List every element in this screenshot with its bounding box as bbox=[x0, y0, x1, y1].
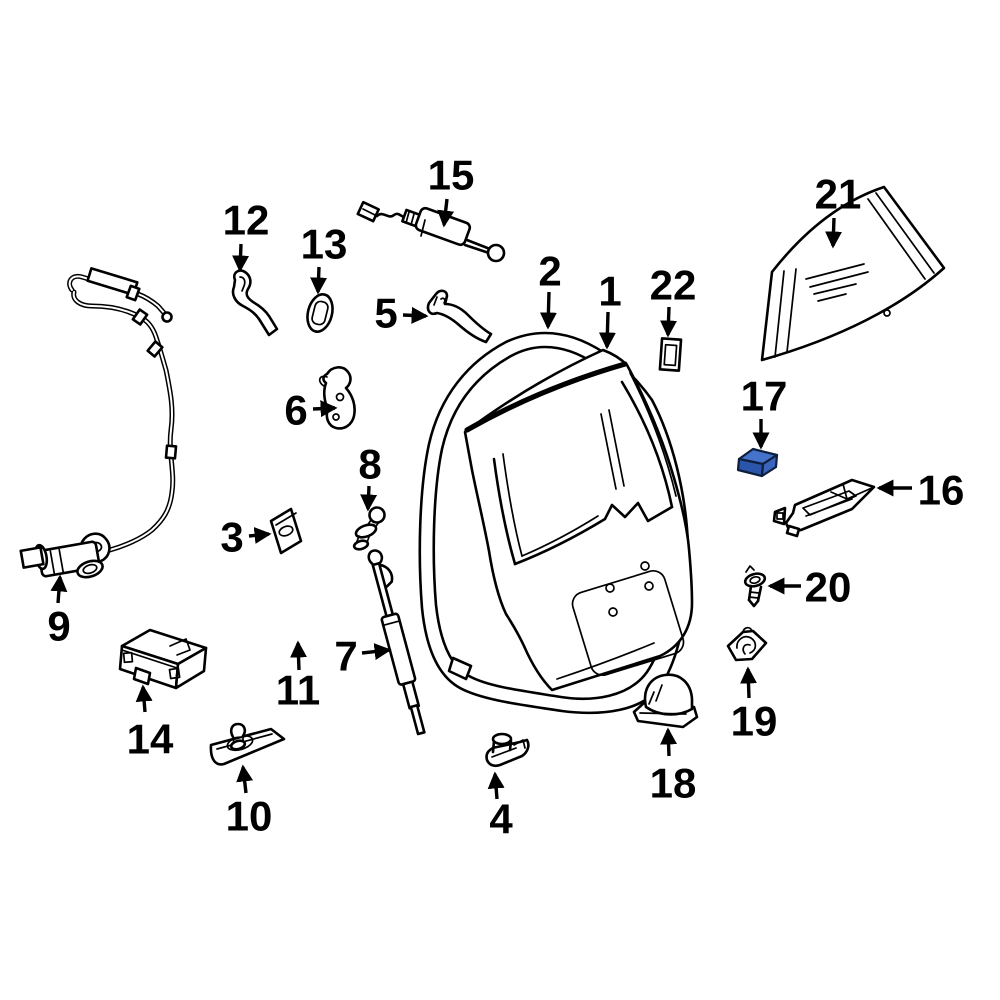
callout-7-label: 7 bbox=[334, 633, 357, 680]
part-16-handle-tray-drawing bbox=[772, 478, 876, 538]
callout-14-label: 14 bbox=[127, 716, 174, 763]
callout-2: 2 bbox=[538, 248, 562, 330]
callout-15-label: 15 bbox=[428, 152, 475, 199]
callout-6: 6 bbox=[284, 387, 338, 434]
part-22-spacer-drawing bbox=[658, 337, 683, 372]
callout-19-label: 19 bbox=[731, 698, 778, 745]
part-10-striker-drawing bbox=[209, 722, 286, 766]
part-19-clip-drawing bbox=[726, 626, 768, 662]
part-12-cover-drawing bbox=[231, 269, 279, 337]
part-9-harness-drawing bbox=[19, 267, 178, 579]
part-6-hinge-drawing bbox=[318, 366, 356, 430]
callout-5: 5 bbox=[374, 290, 429, 337]
callout-19: 19 bbox=[731, 666, 778, 745]
callout-16-label: 16 bbox=[918, 467, 965, 514]
callout-18-label: 18 bbox=[650, 760, 697, 807]
callout-10: 10 bbox=[226, 764, 273, 840]
callout-21-label: 21 bbox=[815, 171, 862, 218]
callout-14: 14 bbox=[127, 684, 174, 763]
part-5-hinge-arm-drawing bbox=[426, 289, 493, 344]
part-1-liftgate-panel-drawing bbox=[463, 348, 694, 692]
callout-7: 7 bbox=[334, 633, 392, 680]
callouts-layer: 1 2 3 4 5 6 7 8 bbox=[47, 152, 964, 843]
part-8-ball-stud-drawing bbox=[352, 506, 386, 551]
callout-1: 1 bbox=[598, 268, 622, 350]
callout-12-label: 12 bbox=[223, 197, 270, 244]
callout-22-label: 22 bbox=[650, 262, 697, 309]
callout-11: 11 bbox=[276, 640, 320, 714]
part-17-highlighted-wedge-drawing bbox=[736, 447, 779, 478]
callout-15: 15 bbox=[428, 152, 475, 228]
callout-3: 3 bbox=[220, 514, 272, 561]
callout-1-label: 1 bbox=[598, 268, 621, 315]
part-14-actuator-drawing bbox=[118, 628, 208, 690]
callout-20: 20 bbox=[767, 564, 852, 611]
callout-5-label: 5 bbox=[374, 290, 397, 337]
callout-10-label: 10 bbox=[226, 793, 273, 840]
callout-18: 18 bbox=[650, 727, 697, 807]
part-4-bumper-drawing bbox=[485, 732, 530, 768]
callout-3-label: 3 bbox=[220, 514, 243, 561]
callout-4-label: 4 bbox=[489, 796, 513, 843]
callout-16: 16 bbox=[876, 467, 965, 514]
callout-4: 4 bbox=[487, 771, 513, 843]
callout-13: 13 bbox=[301, 221, 348, 295]
part-18-lamp-housing-drawing bbox=[632, 673, 699, 729]
callout-8-label: 8 bbox=[358, 441, 381, 488]
part-17-side-face bbox=[760, 453, 779, 478]
callout-8: 8 bbox=[358, 441, 382, 512]
callout-20-label: 20 bbox=[805, 564, 852, 611]
callout-17-label: 17 bbox=[741, 373, 788, 420]
part-7-lift-support-drawing bbox=[367, 549, 426, 736]
callout-21: 21 bbox=[815, 171, 862, 249]
part-13-grommet-drawing bbox=[306, 293, 334, 333]
callout-12: 12 bbox=[223, 197, 270, 273]
part-15-power-strut-drawing bbox=[356, 200, 506, 263]
callout-6-label: 6 bbox=[284, 387, 307, 434]
callout-9-label: 9 bbox=[47, 603, 70, 650]
callout-17: 17 bbox=[741, 373, 788, 450]
part-3-shim-drawing bbox=[269, 507, 303, 555]
part-20-screw-drawing bbox=[743, 565, 767, 608]
callout-2-label: 2 bbox=[538, 248, 561, 295]
callout-9: 9 bbox=[47, 574, 71, 650]
part-21-glass-drawing bbox=[760, 185, 946, 362]
callout-13-label: 13 bbox=[301, 221, 348, 268]
callout-11-label: 11 bbox=[276, 667, 320, 714]
callout-22: 22 bbox=[650, 262, 697, 338]
